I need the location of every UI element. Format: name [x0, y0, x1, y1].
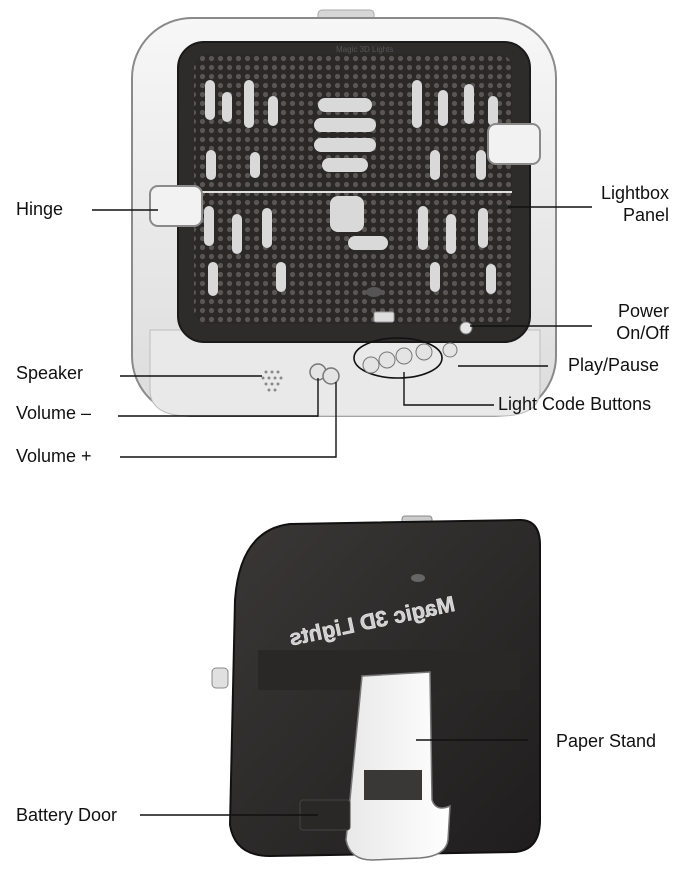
- light-code-circle-button[interactable]: [362, 356, 380, 374]
- front-device: Magic 3D Lights: [131, 9, 557, 417]
- back-device: Magic 3D Lights: [211, 515, 541, 861]
- label-paper-stand: Paper Stand: [556, 731, 657, 751]
- stand-gap: [364, 770, 422, 800]
- leader-lines: [92, 206, 592, 816]
- hinge-left: [149, 185, 203, 227]
- label-lightbox-line2: Panel: [622, 205, 669, 225]
- label-volume-minus: Volume –: [16, 403, 92, 423]
- label-hinge: Hinge: [16, 199, 64, 219]
- play-pause-button[interactable]: [442, 342, 458, 358]
- light-code-triangle-button[interactable]: [378, 351, 396, 369]
- light-code-square-button[interactable]: [395, 347, 413, 365]
- label-power-line1: Power: [617, 301, 669, 321]
- bottom-clip: [373, 311, 395, 323]
- label-light-code-buttons: Light Code Buttons: [498, 394, 652, 414]
- light-code-star-button[interactable]: [415, 343, 433, 361]
- lightbox-panel: [177, 41, 531, 343]
- volume-plus-leader: [120, 382, 337, 458]
- light-code-buttons-outline: [353, 337, 443, 379]
- label-play-pause: Play/Pause: [568, 355, 660, 375]
- light-code-leader: [403, 372, 494, 406]
- label-lightbox-line1: Lightbox: [600, 183, 669, 203]
- volume-plus-button[interactable]: [322, 367, 340, 385]
- lit-pegs: [204, 80, 498, 296]
- speaker-grille: [261, 370, 283, 392]
- label-speaker: Speaker: [16, 363, 84, 383]
- brand-mark-front: Magic 3D Lights: [336, 45, 393, 54]
- label-battery-door: Battery Door: [16, 805, 118, 825]
- hinge-right: [487, 123, 541, 165]
- device-base: [149, 329, 541, 417]
- label-power-line2: On/Off: [616, 323, 669, 343]
- back-vtech-badge: [411, 574, 425, 582]
- paper-stand[interactable]: [345, 671, 451, 861]
- label-power: Power On/Off: [616, 300, 669, 344]
- volume-minus-leader: [118, 378, 319, 417]
- vtech-badge: [366, 287, 382, 297]
- label-volume-plus: Volume +: [16, 446, 92, 466]
- label-lightbox-panel: Lightbox Panel: [601, 182, 669, 226]
- power-button[interactable]: [459, 321, 473, 335]
- back-hinge-knob: [211, 667, 229, 689]
